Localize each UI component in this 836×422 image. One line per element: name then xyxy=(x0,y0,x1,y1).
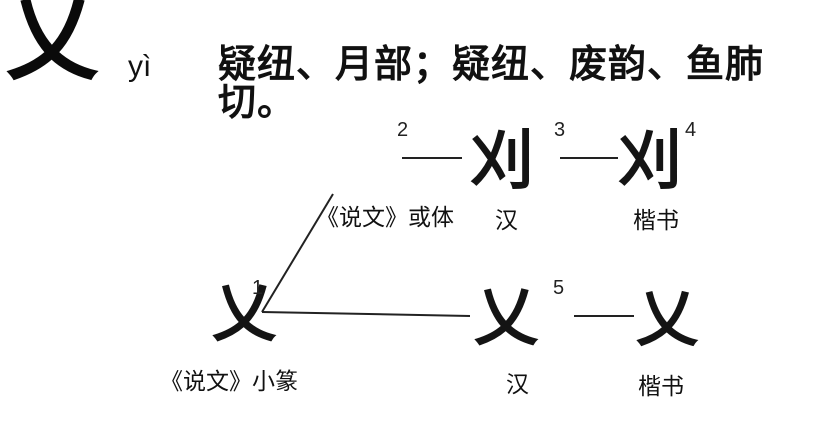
glyph-form-5: 乂 xyxy=(474,286,538,350)
form-label-5: 汉 xyxy=(506,374,529,397)
form-label-4: 楷书 xyxy=(633,210,679,233)
form-label-1: 《说文》小篆 xyxy=(160,371,298,394)
form-number-4: 4 xyxy=(685,120,696,140)
form-number-2: 2 xyxy=(397,120,408,140)
form-number-5: 5 xyxy=(553,278,564,298)
form-number-1: 1 xyxy=(252,278,263,298)
glyph-form-6: 乂 xyxy=(636,288,698,350)
form-label-2: 《说文》或体 xyxy=(316,207,454,230)
form-number-3: 3 xyxy=(554,120,565,140)
form-label-3: 汉 xyxy=(495,210,518,233)
glyph-form-4: 刈 xyxy=(618,130,682,194)
connector-1-5 xyxy=(262,312,470,316)
glyph-form-3: 刈 xyxy=(470,130,534,194)
glyph-form-1: 乂 xyxy=(212,282,276,346)
form-label-6: 楷书 xyxy=(638,376,684,399)
